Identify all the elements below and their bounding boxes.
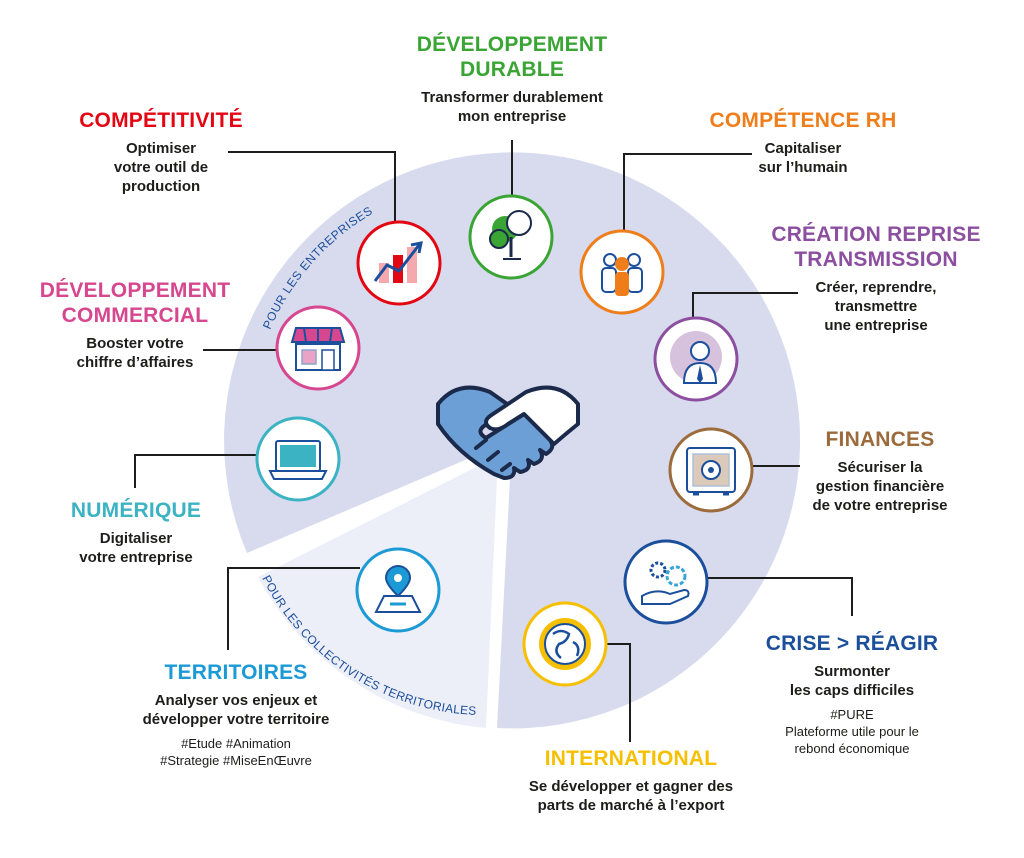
team-icon bbox=[579, 229, 665, 315]
gears-hand-icon bbox=[623, 539, 709, 625]
section-title: FINANCES bbox=[825, 428, 935, 451]
globe-icon bbox=[522, 601, 608, 687]
section-title: INTERNATIONAL bbox=[544, 747, 718, 770]
connector-competitivite bbox=[228, 151, 396, 222]
section-international: INTERNATIONAL Se développer et gagner de… bbox=[500, 746, 762, 815]
connector-numerique bbox=[134, 454, 258, 488]
handshake-icon bbox=[436, 385, 580, 480]
safe-icon bbox=[668, 427, 754, 513]
businessman-icon bbox=[653, 316, 739, 402]
connector-crise bbox=[700, 577, 853, 616]
connector-competence-rh bbox=[623, 153, 752, 232]
map-pin-icon bbox=[355, 547, 441, 633]
section-title: CRISE > RÉAGIR bbox=[765, 632, 939, 655]
growth-chart-icon bbox=[356, 220, 442, 306]
connector-lines bbox=[134, 140, 853, 742]
tree-icon bbox=[468, 194, 554, 280]
connector-territoires bbox=[227, 567, 360, 650]
connector-international bbox=[605, 643, 631, 742]
section-title: COMPÉTITIVITÉ bbox=[79, 109, 243, 132]
section-extra: #Etude #Animation#Strategie #MiseEnŒuvre bbox=[160, 736, 312, 768]
connector-creation-reprise bbox=[692, 292, 798, 318]
laptop-icon bbox=[255, 416, 341, 502]
section-title: NUMÉRIQUE bbox=[70, 499, 202, 522]
section-title: TERRITOIRES bbox=[164, 661, 308, 684]
shop-icon bbox=[275, 305, 361, 391]
section-title: COMPÉTENCE RH bbox=[709, 109, 897, 132]
